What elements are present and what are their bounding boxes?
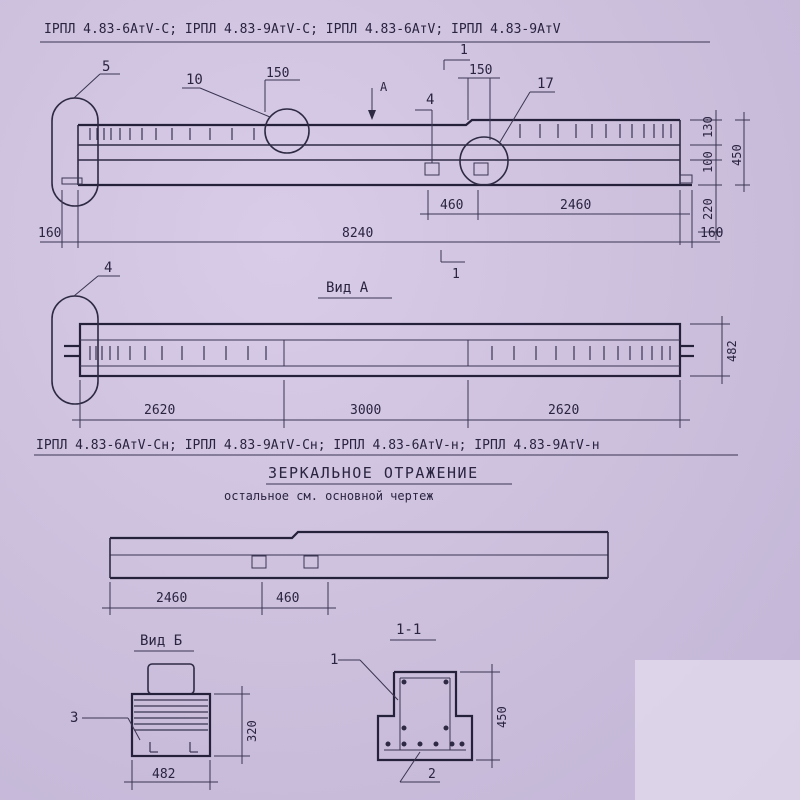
mirror-plate-2 [303, 555, 319, 569]
view-b-base [130, 692, 212, 758]
elev-right-lug [679, 174, 693, 184]
view-a-title: Вид А [326, 280, 369, 296]
section-title: 1-1 [396, 622, 421, 638]
detail-circle-17 [459, 136, 509, 186]
elev-left-lug [61, 177, 83, 185]
mirror-title: ЗЕРКАЛЬНОЕ ОТРАЖЕНИЕ [268, 464, 479, 482]
view-b-title: Вид Б [140, 633, 182, 649]
callout-5: 5 [102, 59, 110, 75]
dim-130: 130 [701, 116, 715, 138]
detail-circle-10 [264, 108, 310, 154]
elev-top-edge [78, 118, 680, 127]
dim-160-right: 160 [700, 226, 723, 241]
dim-100: 100 [701, 151, 715, 173]
dim-8240: 8240 [342, 226, 373, 241]
mirror-elevation: 2460 460 [102, 530, 609, 615]
elev-stirrups-right [519, 124, 672, 138]
section-1-1: 1-1 1 450 2 [330, 622, 509, 783]
callout-1b: 1 [330, 652, 338, 668]
callout-oval-4 [51, 295, 99, 405]
callout-oval-5 [51, 97, 99, 207]
dim-460: 460 [440, 198, 463, 213]
top-marks-text: ІРПЛ 4.83-6АтV-С; ІРПЛ 4.83-9АтV-С; ІРПЛ… [44, 22, 561, 37]
embedded-plate-1 [424, 162, 440, 176]
rest-note: остальное см. основной чертеж [224, 489, 434, 503]
plan-stirrups-left [89, 346, 267, 360]
dim-150-right: 150 [469, 63, 492, 78]
elev-stirrups-left [89, 128, 255, 140]
dim-3000: 3000 [350, 403, 381, 418]
plan-outline [78, 322, 682, 378]
section-marker-bottom: 1 [452, 267, 460, 282]
callout-2: 2 [428, 767, 436, 782]
faded-corner [635, 660, 800, 800]
plan-stirrups-right [491, 346, 671, 360]
dim-220: 220 [701, 198, 715, 220]
view-b-dim-320: 320 [245, 720, 259, 742]
mirror-dim-2460: 2460 [156, 591, 187, 606]
mirror-dim-460: 460 [276, 591, 299, 606]
dim-2620-left: 2620 [144, 403, 175, 418]
callout-4a: 4 [426, 92, 434, 108]
view-b-hatching [134, 699, 208, 731]
callout-17: 17 [537, 76, 554, 92]
dim-2460: 2460 [560, 198, 591, 213]
callout-4b: 4 [104, 260, 112, 276]
view-b: Вид Б 3 320 [70, 633, 259, 790]
section-dim-450: 450 [495, 706, 509, 728]
dim-160-left: 160 [38, 226, 61, 241]
mirror-plate-1 [251, 555, 267, 569]
callout-3: 3 [70, 710, 78, 726]
dim-150-left: 150 [266, 66, 289, 81]
embedded-plate-2 [473, 162, 489, 176]
dim-450: 450 [730, 144, 744, 166]
middle-marks-text: ІРПЛ 4.83-6АтV-Сн; ІРПЛ 4.83-9АтV-Сн; ІР… [36, 438, 600, 453]
callout-10: 10 [186, 72, 203, 88]
dim-2620-right: 2620 [548, 403, 579, 418]
view-b-dim-482: 482 [152, 767, 175, 782]
view-b-top-block [147, 663, 195, 695]
section-outline [376, 670, 474, 762]
plan-view-a: Вид А [51, 260, 739, 428]
section-marker-top: 1 [460, 43, 468, 58]
elevation-view: 5 10 17 4 150 150 [38, 43, 750, 282]
dim-482-plan: 482 [725, 340, 739, 362]
arrow-a-label: А [380, 80, 388, 94]
